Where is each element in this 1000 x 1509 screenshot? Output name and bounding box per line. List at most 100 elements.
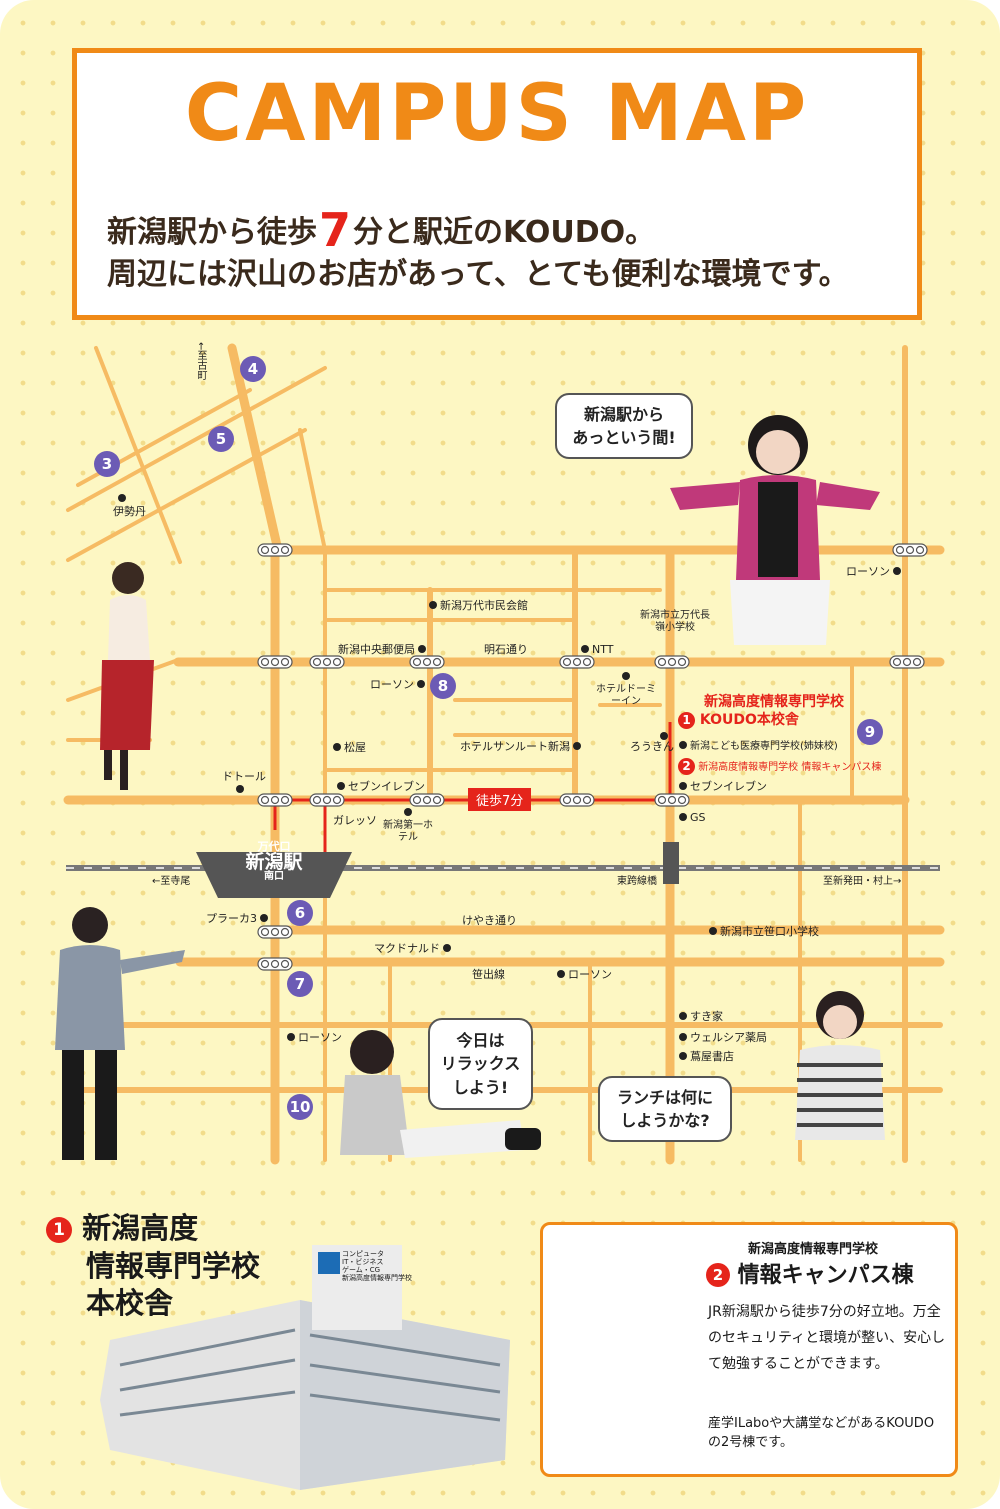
sign-line: コンピュータ bbox=[342, 1250, 384, 1258]
campus-number: 2 bbox=[706, 1263, 730, 1287]
place-label: ローソン bbox=[370, 678, 414, 691]
subtitle-line-2: 周辺には沢山のお店があって、とても便利な環境です。 bbox=[107, 257, 849, 292]
place-label: ローソン bbox=[846, 565, 890, 578]
campus-title: 情報キャンパス棟 bbox=[737, 1263, 914, 1288]
place-label: 新潟万代市民会館 bbox=[440, 599, 528, 612]
campus-heading: 新潟高度情報専門学校 2 情報キャンパス棟 bbox=[706, 1238, 914, 1289]
school-second-label: 新潟高度情報専門学校 情報キャンパス棟 bbox=[698, 762, 882, 773]
map-dot bbox=[404, 808, 412, 816]
place-sukiya: すき家 bbox=[676, 1010, 723, 1023]
place-isetan: 伊勢丹 bbox=[113, 492, 146, 518]
walk-time-label: 徒歩7分 bbox=[468, 788, 532, 811]
place-lawson-8: ローソン bbox=[370, 678, 428, 691]
place-tsutaya: 蔦屋書店 bbox=[676, 1050, 734, 1063]
map-dot bbox=[429, 601, 437, 609]
road-diagonal bbox=[94, 346, 182, 564]
marker-4: 4 bbox=[240, 356, 266, 382]
person-woman-right bbox=[795, 991, 885, 1140]
place-sunroute: ホテルサンルート新潟 bbox=[460, 740, 584, 753]
station-name: 新潟駅 bbox=[245, 850, 303, 873]
road-diagonal bbox=[66, 428, 307, 562]
map-dot bbox=[709, 927, 717, 935]
main-title-line: 本校舎 bbox=[86, 1286, 174, 1321]
direction-east: 至新発田・村上→ bbox=[823, 876, 902, 887]
map-dot bbox=[557, 970, 565, 978]
place-label: ホテルドーミーイン bbox=[596, 684, 656, 707]
sign-line: IT・ビジネス bbox=[342, 1258, 384, 1267]
road bbox=[298, 428, 327, 552]
subtitle-line-1: 新潟駅から徒歩7分と駅近のKOUDO。 bbox=[107, 203, 907, 258]
map-dot bbox=[260, 914, 268, 922]
place-welcia: ウェルシア薬局 bbox=[676, 1031, 767, 1044]
map-dot bbox=[333, 743, 341, 751]
place-label: NTT bbox=[592, 643, 614, 656]
speech-bubble-bottom: ランチは何にしようかな? bbox=[598, 1076, 732, 1142]
campus-building-info-box bbox=[540, 1222, 958, 1477]
map-dot bbox=[679, 1012, 687, 1020]
bubble-line: 今日は bbox=[456, 1031, 505, 1051]
page-title: CAMPUS MAP bbox=[184, 69, 810, 159]
map-dot bbox=[417, 680, 425, 688]
campus-description: JR新潟駅から徒歩7分の好立地。万全のセキュリティと環境が整い、安心して勉強する… bbox=[708, 1304, 946, 1372]
map-dot bbox=[418, 645, 426, 653]
main-campus-title: 1 新潟高度 情報専門学校 本校舎 bbox=[46, 1210, 260, 1323]
place-kodomo: 新潟こども医療専門学校(姉妹校) bbox=[676, 741, 838, 753]
main-title-line: 情報専門学校 bbox=[86, 1248, 261, 1283]
marker-10: 10 bbox=[287, 1094, 313, 1120]
map-dot bbox=[679, 1033, 687, 1041]
main-title-line: 新潟高度 bbox=[82, 1211, 199, 1245]
station-building bbox=[196, 852, 352, 898]
main-building-photo bbox=[100, 1245, 510, 1490]
school-main-name: 新潟高度情報専門学校 bbox=[704, 694, 844, 710]
map-school-main: 新潟高度情報専門学校 1 KOUDO本校舎 bbox=[678, 694, 844, 729]
place-matsuya: 松屋 bbox=[330, 741, 366, 754]
place-gs: GS bbox=[676, 811, 706, 824]
place-sasaguchi-school: 新潟市立笹口小学校 bbox=[706, 925, 819, 938]
map-dot bbox=[679, 741, 687, 749]
marker-8: 8 bbox=[430, 673, 456, 699]
marker-5: 5 bbox=[208, 426, 234, 452]
place-roukin: ろうきん bbox=[630, 740, 674, 753]
bubble-line: ランチは何に bbox=[616, 1087, 713, 1107]
railway bbox=[66, 842, 940, 884]
place-seven-east: セブンイレブン bbox=[676, 780, 767, 793]
place-label: GS bbox=[690, 811, 706, 824]
place-label: ローソン bbox=[298, 1031, 342, 1044]
place-bandai-school: 新潟市立万代長嶺小学校 bbox=[640, 610, 710, 633]
place-label: ろうきん bbox=[630, 740, 674, 753]
road-label-akashi: 明石通り bbox=[484, 643, 528, 656]
road-label-sasade: 笹出線 bbox=[472, 968, 505, 981]
niigata-station: 万代口 新潟駅 南口 bbox=[218, 841, 330, 883]
place-lawson-ne: ローソン bbox=[846, 565, 904, 578]
map-dot bbox=[893, 567, 901, 575]
place-label: ウェルシア薬局 bbox=[690, 1031, 767, 1044]
place-label: セブンイレブン bbox=[690, 780, 767, 793]
place-label: 新潟中央郵便局 bbox=[338, 643, 415, 656]
traffic-signals bbox=[257, 543, 928, 971]
place-label: プラーカ3 bbox=[206, 912, 257, 925]
railway-bridge-label: 東跨線橋 bbox=[617, 876, 657, 887]
direction-west: ←至寺尾 bbox=[152, 876, 191, 887]
speech-bubble-middle: 今日はリラックスしよう! bbox=[428, 1018, 533, 1110]
marker-6: 6 bbox=[287, 900, 313, 926]
map-dot bbox=[287, 1033, 295, 1041]
place-plaka: プラーカ3 bbox=[206, 912, 271, 925]
map-dot bbox=[679, 1052, 687, 1060]
place-label: 新潟こども医療専門学校(姉妹校) bbox=[690, 741, 838, 752]
place-daiichi-hotel: 新潟第一ホテル bbox=[382, 808, 434, 844]
place-label: 伊勢丹 bbox=[113, 505, 146, 519]
place-post-office: 新潟中央郵便局 bbox=[338, 643, 429, 656]
campus-school-name: 新潟高度情報専門学校 bbox=[748, 1242, 879, 1257]
station-exit-north: 万代口 bbox=[257, 840, 291, 853]
school-second-number: 2 bbox=[678, 758, 695, 775]
place-ntt: NTT bbox=[578, 643, 613, 656]
main-campus-number: 1 bbox=[46, 1217, 72, 1243]
place-label: ドトール bbox=[222, 770, 266, 783]
marker-7: 7 bbox=[287, 971, 313, 997]
subtitle-text: 新潟駅から徒歩 bbox=[107, 215, 317, 250]
bubble-line: しよう! bbox=[452, 1077, 509, 1097]
road-label-keyaki: けやき通り bbox=[462, 914, 517, 927]
place-doutor: ドトール bbox=[222, 770, 266, 796]
place-mcdonalds: マクドナルド bbox=[374, 942, 454, 955]
map-school-second: 2 新潟高度情報専門学校 情報キャンパス棟 bbox=[678, 758, 881, 775]
